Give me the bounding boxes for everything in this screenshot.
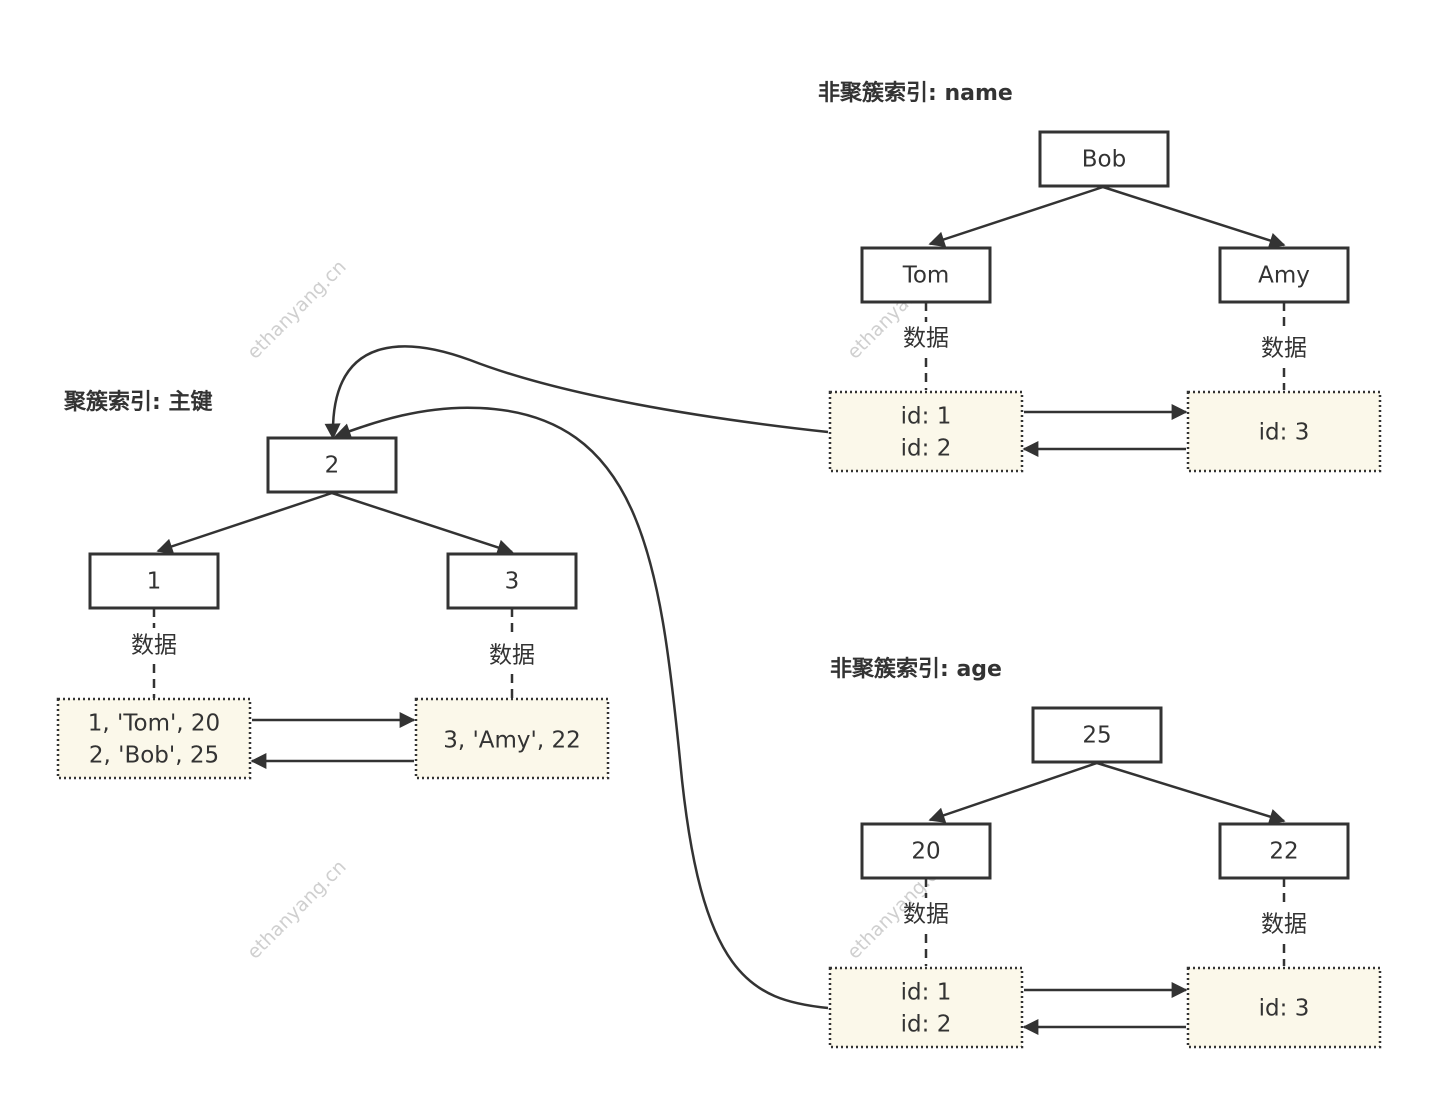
tree-edge [928,185,1104,248]
data-label: 数据 [1261,336,1307,362]
leaf-page-left [828,966,1024,1049]
watermark-text: ethanyang.cn [243,256,351,364]
leaf-page-right [1186,390,1382,473]
lookup-curve-age-to-primary [334,406,829,1010]
leaf-row: id: 1 [901,404,952,430]
tree-edge [928,761,1098,823]
tree-node-left [860,246,992,304]
watermarks: ethanyang.cn ethanyang.cn ethanyang.cn e… [243,256,951,964]
tree-edge [1102,185,1286,249]
tree-edge [156,491,333,555]
lookup-curve-name-to-primary [324,345,829,440]
tree-node-left [860,822,992,880]
clustered-index-tree: 聚簇索引: 主键 2 1 3 数据 数据 1, 'Tom', 20 2, 'Bo… [56,389,610,780]
tree-node-root-label: Bob [1082,147,1126,173]
name-index-title: 非聚簇索引: name [818,80,1013,106]
data-label: 数据 [489,643,535,669]
leaf-row: 3, 'Amy', 22 [443,728,581,754]
tree-node-root-label: 25 [1082,723,1111,749]
tree-node-left-label: 1 [147,569,162,595]
leaf-page-right [1186,966,1382,1049]
leaf-page-left [828,390,1024,473]
tree-edge [331,491,514,556]
watermark-text: ethanyang.cn [243,856,351,964]
leaf-row: id: 2 [901,1012,952,1038]
data-label: 数据 [131,633,177,659]
tree-edge [1096,761,1286,825]
data-label: 数据 [903,326,949,352]
tree-node-right-label: 3 [505,569,520,595]
leaf-page-left [56,697,252,780]
leaf-row: id: 3 [1259,420,1310,446]
data-label: 数据 [903,902,949,928]
tree-node-right-label: 22 [1269,839,1298,865]
leaf-row: 2, 'Bob', 25 [89,743,219,769]
clustered-index-title: 聚簇索引: 主键 [63,389,212,415]
tree-node-right [446,552,578,610]
tree-node-root [1038,130,1170,188]
leaf-row: id: 3 [1259,996,1310,1022]
age-index-title: 非聚簇索引: age [830,656,1002,682]
leaf-row: 1, 'Tom', 20 [88,711,220,737]
leaf-row: id: 2 [901,436,952,462]
data-label: 数据 [1261,912,1307,938]
name-index-tree: 非聚簇索引: name Bob Tom Amy 数据 数据 id: 1 id: … [818,80,1382,473]
tree-node-left [88,552,220,610]
tree-node-root [1031,706,1163,764]
tree-node-left-label: 20 [911,839,940,865]
tree-node-root-label: 2 [325,453,340,479]
tree-node-left-label: Tom [902,263,950,289]
leaf-row: id: 1 [901,980,952,1006]
age-index-tree: 非聚簇索引: age 25 20 22 数据 数据 id: 1 id: 2 id… [828,656,1382,1049]
tree-node-right-label: Amy [1258,263,1310,289]
leaf-page-right [414,697,610,780]
